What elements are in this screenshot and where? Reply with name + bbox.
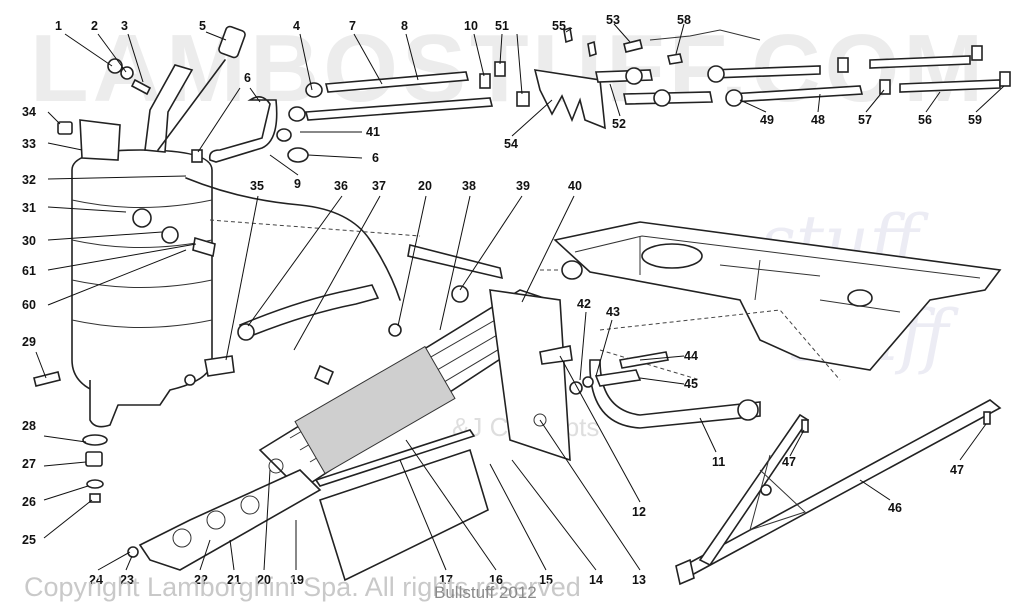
part-label-28: 28 [22, 419, 36, 433]
part-label-12: 12 [632, 505, 646, 519]
part-label-34: 34 [22, 105, 36, 119]
part-label-48: 48 [811, 113, 825, 127]
part-label-45: 45 [684, 377, 698, 391]
watermark-bullstuff: Bullstuff 2012 [434, 583, 537, 602]
part-label-53: 53 [606, 13, 620, 27]
part-label-10: 10 [464, 19, 478, 33]
part-label-54: 54 [504, 137, 518, 151]
part-label-20-lower: 20 [257, 573, 271, 587]
oil-pan [553, 221, 1002, 371]
oil-cooler [138, 289, 571, 582]
part-label-27: 27 [22, 457, 36, 471]
part-label-35: 35 [250, 179, 264, 193]
part-label-7: 7 [349, 19, 356, 33]
part-label-41: 41 [366, 125, 380, 139]
part-label-5: 5 [199, 19, 206, 33]
part-label-38: 38 [462, 179, 476, 193]
part-number-labels: 1 2 3 4 5 6 6 7 8 9 10 11 12 13 14 15 16… [22, 13, 982, 587]
part-label-22: 22 [194, 573, 208, 587]
part-label-6-upper: 6 [244, 71, 251, 85]
part-label-51: 51 [495, 19, 509, 33]
drain-plug-stack [33, 371, 196, 558]
part-label-9: 9 [294, 177, 301, 191]
part-label-30: 30 [22, 234, 36, 248]
part-label-37: 37 [372, 179, 386, 193]
part-label-13: 13 [632, 573, 646, 587]
part-label-56: 56 [918, 113, 932, 127]
part-label-61: 61 [22, 264, 36, 278]
hose-lower-right [539, 345, 761, 429]
part-label-39: 39 [516, 179, 530, 193]
rods-top-right [707, 45, 1011, 107]
part-label-58: 58 [677, 13, 691, 27]
part-label-11: 11 [712, 455, 725, 469]
leader-lines [35, 23, 1005, 571]
part-label-44: 44 [684, 349, 698, 363]
part-label-15: 15 [539, 573, 553, 587]
part-label-57: 57 [858, 113, 872, 127]
part-label-59: 59 [968, 113, 982, 127]
part-label-49: 49 [760, 113, 774, 127]
reference-lines [209, 219, 841, 381]
bracket [533, 69, 606, 130]
part-label-19: 19 [290, 573, 304, 587]
part-label-8: 8 [401, 19, 408, 33]
part-label-47-right: 47 [950, 463, 964, 477]
part-label-42: 42 [577, 297, 591, 311]
part-label-1: 1 [55, 19, 62, 33]
part-label-3: 3 [121, 19, 128, 33]
part-label-4: 4 [293, 19, 300, 33]
part-label-60: 60 [22, 298, 36, 312]
part-label-23: 23 [120, 573, 134, 587]
part-label-26: 26 [22, 495, 36, 509]
part-label-25: 25 [22, 533, 36, 547]
part-label-24: 24 [89, 573, 103, 587]
part-label-46: 46 [888, 501, 902, 515]
part-label-36: 36 [334, 179, 348, 193]
part-label-31: 31 [22, 201, 36, 215]
part-label-32: 32 [22, 173, 36, 187]
watermark-copyright: Copyright Lamborghini Spa. All rights re… [24, 572, 581, 602]
hoses-top [304, 61, 530, 121]
part-label-40: 40 [568, 179, 582, 193]
part-label-47-left: 47 [782, 455, 796, 469]
part-label-20-upper: 20 [418, 179, 432, 193]
part-label-2: 2 [91, 19, 98, 33]
part-label-14: 14 [589, 573, 603, 587]
part-label-17: 17 [439, 573, 453, 587]
oil-tank [71, 64, 216, 428]
part-label-52: 52 [612, 117, 626, 131]
part-label-21: 21 [227, 573, 241, 587]
part-label-33: 33 [22, 137, 36, 151]
part-label-29: 29 [22, 335, 36, 349]
fittings-top-left [57, 58, 323, 163]
support-bars [675, 399, 1002, 586]
part-label-55: 55 [552, 19, 566, 33]
part-label-6-lower: 6 [372, 151, 379, 165]
part-label-16: 16 [489, 573, 503, 587]
oil-line [185, 177, 401, 301]
part-label-43: 43 [606, 305, 620, 319]
